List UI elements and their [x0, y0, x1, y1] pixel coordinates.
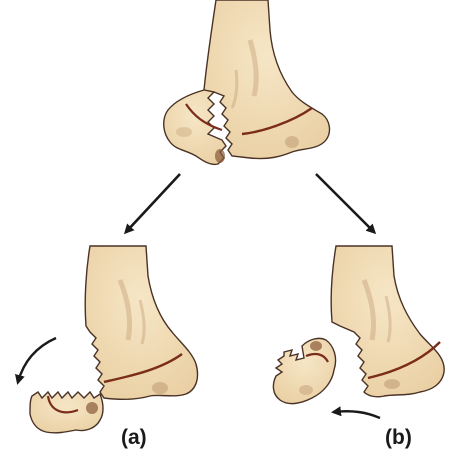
- bone-b-main: [331, 246, 444, 397]
- top-bone-shaft: [204, 0, 329, 159]
- top-bone: [164, 0, 330, 164]
- bone-a: [18, 246, 198, 433]
- panel-label-b: (b): [385, 427, 412, 448]
- arrow-down-left-icon: [126, 174, 180, 232]
- panel-label-a: (a): [121, 427, 147, 448]
- arrow-down-right-icon: [316, 174, 374, 232]
- bone-b: [273, 246, 444, 418]
- curved-arrow-left-icon: [18, 338, 56, 382]
- bone-a-main: [85, 246, 197, 399]
- curved-arrow-up-icon: [334, 411, 380, 418]
